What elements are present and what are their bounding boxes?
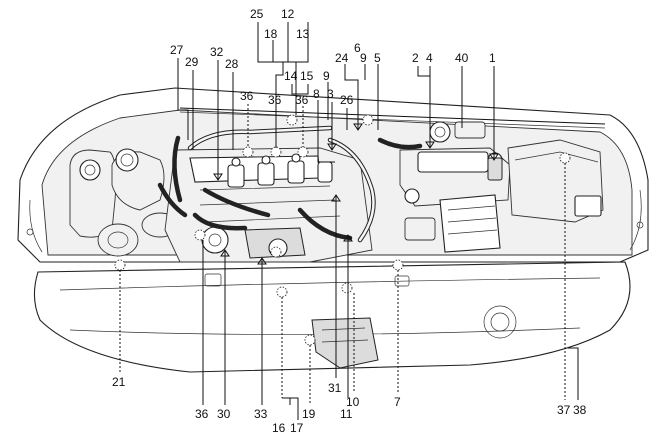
fuse-box bbox=[507, 139, 604, 223]
callout-36-b: 36 bbox=[268, 93, 282, 107]
callout-26: 26 bbox=[340, 93, 354, 107]
callout-33: 33 bbox=[254, 407, 268, 421]
callout-36-a: 36 bbox=[240, 89, 254, 103]
callout-16: 16 bbox=[272, 421, 286, 435]
callout-13: 13 bbox=[296, 27, 310, 41]
callout-5: 5 bbox=[374, 51, 381, 65]
leader-lines bbox=[119, 22, 579, 420]
callout-11: 11 bbox=[340, 407, 353, 421]
callout-8: 8 bbox=[313, 87, 320, 101]
callout-14: 14 bbox=[284, 69, 298, 83]
radiator-cover bbox=[33, 261, 631, 373]
callout-15: 15 bbox=[300, 69, 314, 83]
callout-10: 10 bbox=[346, 395, 360, 409]
callout-32: 32 bbox=[210, 45, 224, 59]
callout-25: 25 bbox=[250, 7, 264, 21]
callout-labels: 1 2 4 40 24 6 9 5 25 12 18 13 14 15 36 3… bbox=[112, 7, 587, 435]
arrow-markers bbox=[213, 123, 499, 265]
callout-24: 24 bbox=[335, 51, 349, 65]
callout-29: 29 bbox=[185, 55, 199, 69]
callout-1: 1 bbox=[489, 51, 496, 65]
callout-28: 28 bbox=[225, 57, 239, 71]
callout-9-top: 9 bbox=[360, 51, 367, 65]
washer-reservoir bbox=[111, 148, 165, 211]
callout-6: 6 bbox=[354, 41, 361, 55]
callout-36-c: 36 bbox=[295, 93, 309, 107]
callout-38: 38 bbox=[573, 403, 587, 417]
callout-9-mid: 9 bbox=[323, 69, 330, 83]
callout-31: 31 bbox=[328, 381, 342, 395]
callout-40: 40 bbox=[455, 51, 469, 65]
callout-27: 27 bbox=[170, 43, 184, 57]
callout-4: 4 bbox=[426, 51, 433, 65]
callout-21: 21 bbox=[112, 375, 126, 389]
callout-2: 2 bbox=[412, 51, 419, 65]
coolant-reservoir bbox=[69, 149, 117, 238]
callout-3: 3 bbox=[327, 87, 334, 101]
callout-18: 18 bbox=[264, 27, 278, 41]
battery-area bbox=[399, 147, 511, 253]
callout-37: 37 bbox=[557, 403, 571, 417]
callout-7: 7 bbox=[394, 395, 401, 409]
callout-30: 30 bbox=[217, 407, 231, 421]
callout-19: 19 bbox=[302, 407, 316, 421]
callout-36-d: 36 bbox=[195, 407, 209, 421]
hood-seal bbox=[179, 107, 606, 125]
location-markers bbox=[114, 114, 571, 346]
callout-17: 17 bbox=[290, 421, 304, 435]
callout-12: 12 bbox=[281, 7, 295, 21]
engine-block bbox=[164, 147, 373, 263]
